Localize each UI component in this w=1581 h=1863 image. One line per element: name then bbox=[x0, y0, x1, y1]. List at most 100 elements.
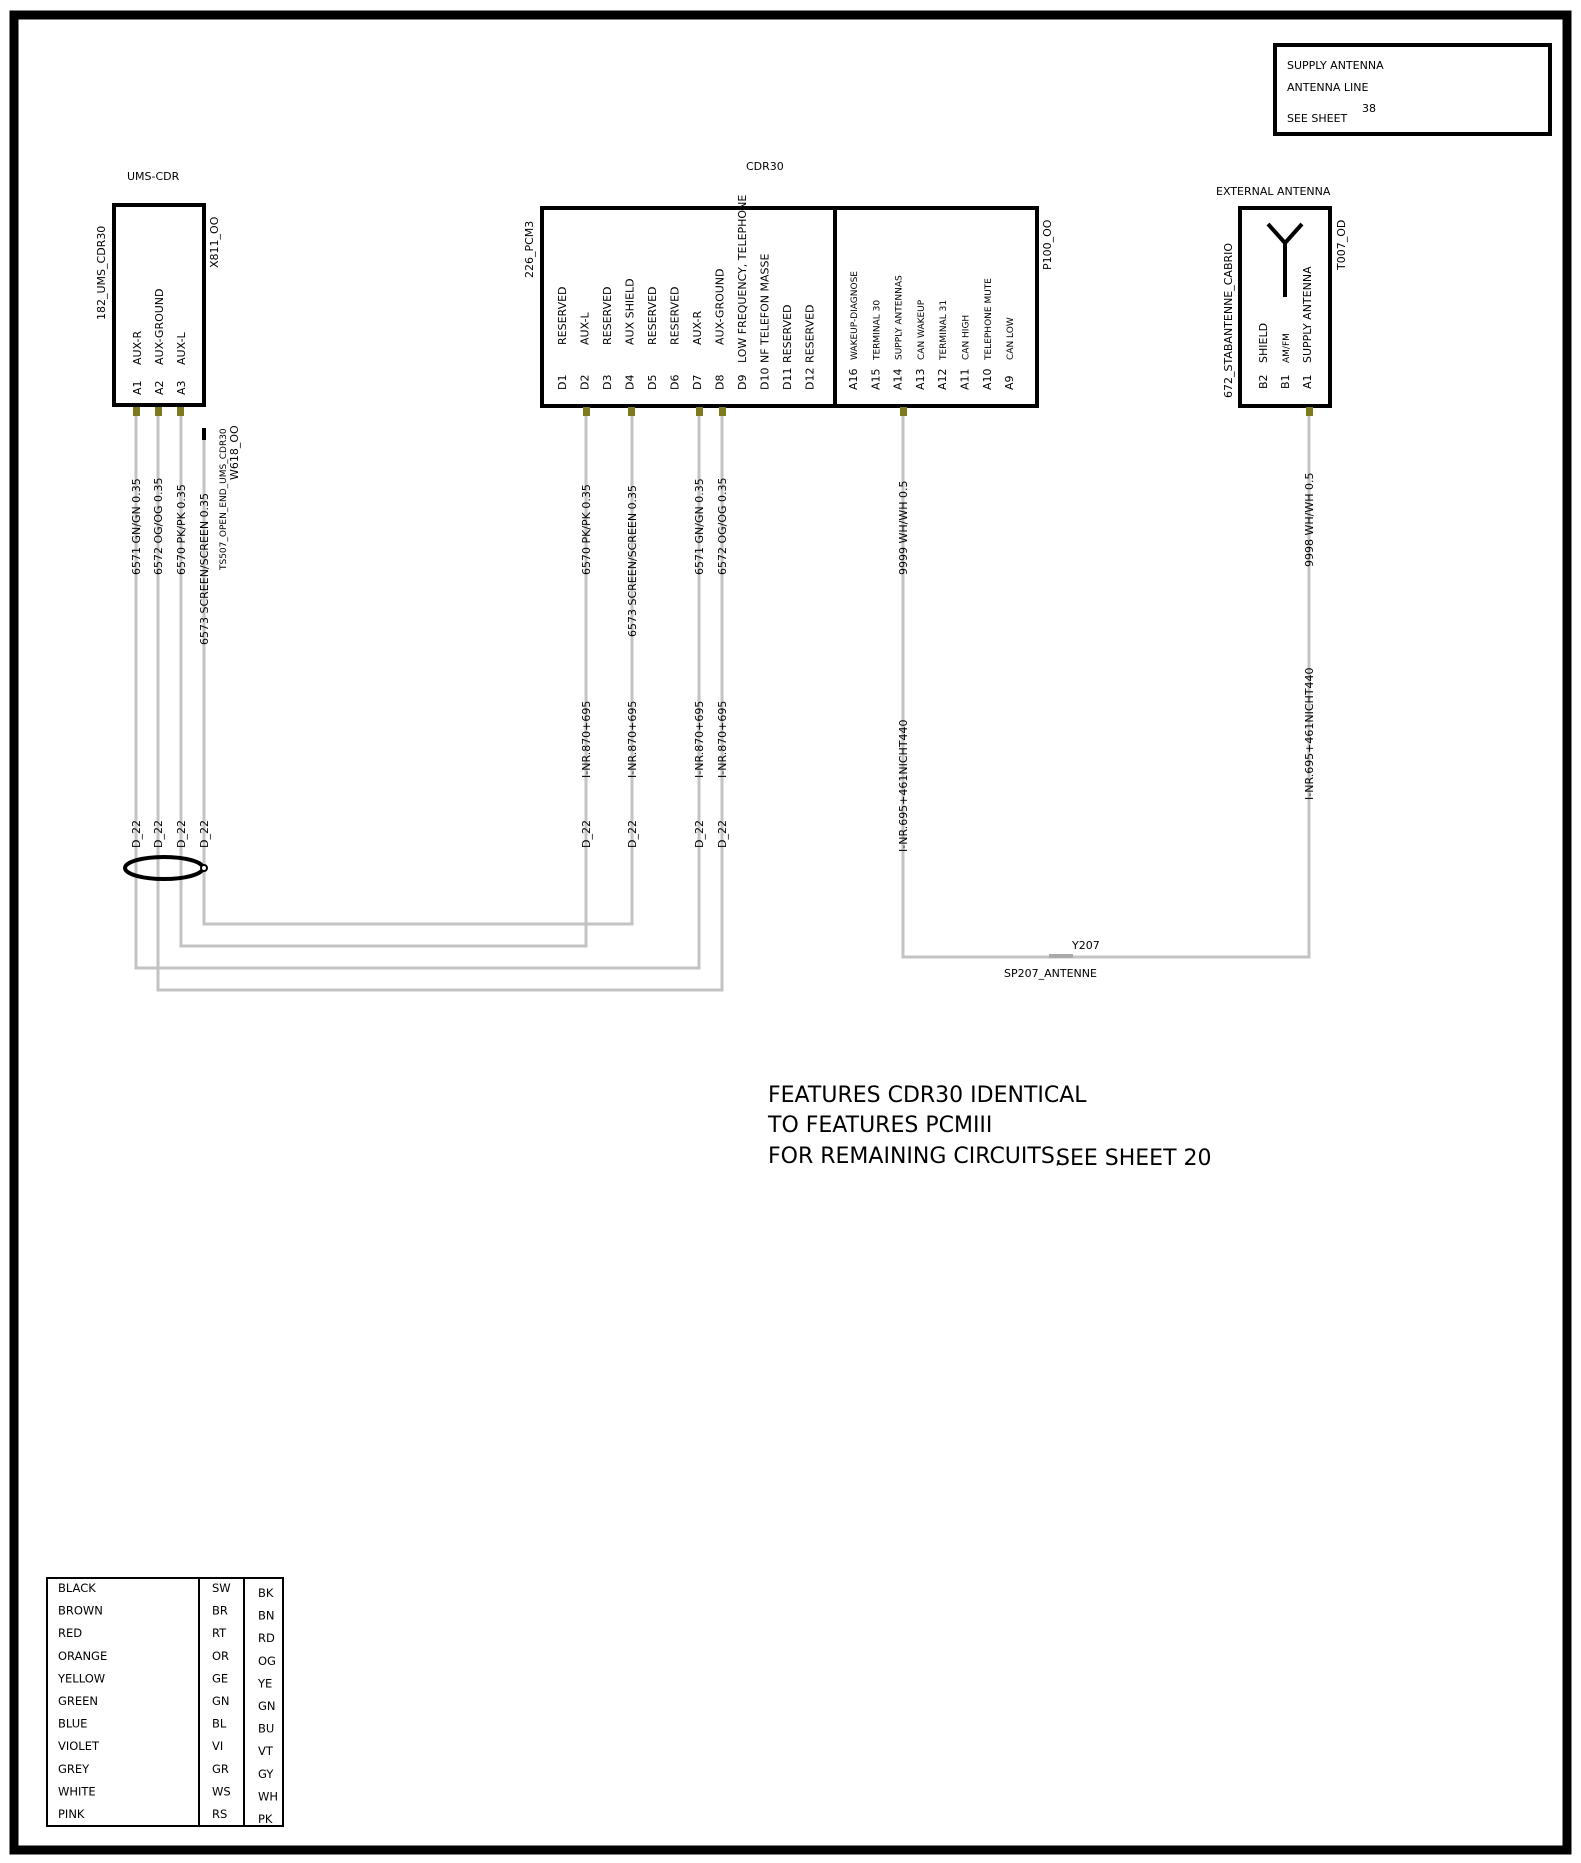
splice-name: SP207_ANTENNE bbox=[1004, 967, 1097, 980]
color-name: WHITE bbox=[58, 1784, 96, 1798]
cdr-pin-d6-name: RESERVED bbox=[669, 286, 682, 345]
cdr-pin-d10-name: NF TELEFON MASSE bbox=[759, 254, 772, 363]
cdr-pin-d4-name: AUX SHIELD bbox=[624, 278, 637, 345]
color-name: BLACK bbox=[58, 1581, 96, 1595]
english-code: WH bbox=[258, 1789, 278, 1803]
german-code: RS bbox=[212, 1807, 227, 1821]
cdr-wire-label-9999: 9999 WH/WH 0.5 bbox=[897, 481, 910, 575]
w618-label: W618_OO bbox=[228, 425, 241, 480]
ext-pin-b2-name: SHIELD bbox=[1257, 323, 1270, 363]
cdr-wire-label-6571: 6571 GN/GN 0.35 bbox=[693, 478, 706, 575]
cdr-pin-d8-name: AUX-GROUND bbox=[714, 268, 727, 345]
ext-pin-b1-name: AM/FM bbox=[1282, 333, 1292, 363]
cdr-d22-label-4: D_22 bbox=[716, 820, 729, 848]
cdr-pin-a15: A15 bbox=[869, 368, 882, 390]
legend-line-3: SEE SHEET bbox=[1287, 112, 1348, 125]
legend-line-1: SUPPLY ANTENNA bbox=[1287, 59, 1384, 72]
feature-note: FEATURES CDR30 IDENTICAL TO FEATURES PCM… bbox=[767, 1083, 1212, 1171]
cdr-pin-a11-name: CAN HIGH bbox=[962, 315, 972, 360]
cdr-pin-d8-terminal bbox=[719, 407, 726, 416]
ext-pin-b2: B2 bbox=[1257, 374, 1270, 389]
cdr30-right-label: P100_OO bbox=[1041, 219, 1054, 270]
english-code: YE bbox=[257, 1676, 272, 1690]
wires bbox=[134, 416, 1311, 992]
english-code: GY bbox=[258, 1767, 274, 1781]
cdr-pin-d10: D10 bbox=[759, 368, 772, 390]
color-name: BROWN bbox=[58, 1604, 103, 1618]
wire-6570-pk bbox=[179, 416, 588, 948]
ext-title: EXTERNAL ANTENNA bbox=[1216, 185, 1331, 198]
wire-label-6570: 6570 PK/PK 0.35 bbox=[175, 484, 188, 575]
cdr-pin-a9-name: CAN LOW bbox=[1006, 317, 1016, 360]
note-line-3: FOR REMAINING CIRCUITS, bbox=[768, 1144, 1062, 1169]
d22-label-1: D_22 bbox=[130, 820, 143, 848]
wire-label-6571: 6571 GN/GN 0.35 bbox=[130, 478, 143, 575]
cdr-pin-a11: A11 bbox=[959, 368, 972, 390]
ums-pin-a2-name: AUX-GROUND bbox=[153, 288, 166, 365]
german-code: WS bbox=[212, 1784, 231, 1798]
legend-sheet-number: 38 bbox=[1362, 102, 1376, 115]
cdr-pin-d4-terminal bbox=[628, 407, 635, 416]
cdr-wire-label-6573: 6573 SCREEN/SCREEN 0.35 bbox=[626, 485, 639, 637]
cdr-pin-d7-name: AUX-R bbox=[691, 310, 704, 345]
cdr-pin-a10-name: TELEPHONE MUTE bbox=[984, 278, 994, 361]
cdr-pin-d12-name: RESERVED bbox=[804, 304, 817, 363]
cdr-pin-a16: A16 bbox=[847, 368, 860, 390]
ums-pin-a1-terminal bbox=[133, 407, 140, 416]
cdr-wire-label-6570: 6570 PK/PK 0.35 bbox=[580, 484, 593, 575]
cdr-d22-label-2: D_22 bbox=[626, 820, 639, 848]
english-code: GN bbox=[258, 1699, 276, 1713]
wire-6571-gn bbox=[134, 416, 701, 970]
color-table-frame bbox=[46, 1577, 284, 1827]
english-code: BU bbox=[258, 1722, 274, 1736]
note-line-2: TO FEATURES PCMIII bbox=[767, 1113, 992, 1138]
cdr-pin-a12: A12 bbox=[936, 368, 949, 390]
shield-end-dot bbox=[200, 864, 208, 872]
german-code: RT bbox=[212, 1626, 227, 1640]
cdr-pin-d8: D8 bbox=[714, 375, 727, 390]
ums-pin-a1: A1 bbox=[131, 380, 144, 395]
ext-wire-label-9998: 9998 WH/WH 0.5 bbox=[1303, 473, 1316, 567]
english-code: BN bbox=[258, 1609, 275, 1623]
english-code: PK bbox=[258, 1812, 273, 1826]
inr-label-d7: I-NR.870+695 bbox=[693, 701, 706, 778]
inr-label-d2: I-NR.870+695 bbox=[580, 701, 593, 778]
note-line-1: FEATURES CDR30 IDENTICAL bbox=[768, 1083, 1087, 1108]
cdr-pin-d3: D3 bbox=[601, 375, 614, 390]
drawing-frame bbox=[9, 10, 1572, 1855]
cdr-pin-d11-name: RESERVED bbox=[781, 304, 794, 363]
cdr-wire-label-6572: 6572 OG/OG 0.35 bbox=[716, 477, 729, 575]
cdr-d22-label-1: D_22 bbox=[580, 820, 593, 848]
cdr-pin-a10: A10 bbox=[981, 368, 994, 390]
cdr-pin-d7: D7 bbox=[691, 375, 704, 390]
ext-pin-a1-terminal bbox=[1306, 407, 1313, 416]
cdr-pin-a14-name: SUPPLY ANTENNAS bbox=[895, 275, 905, 360]
ext-pin-a1: A1 bbox=[1301, 374, 1314, 389]
cdr-pin-d12: D12 bbox=[804, 368, 817, 390]
inr-label-a14: I-NR.695+461NICHT440 bbox=[897, 719, 910, 852]
splice-label: Y207 bbox=[1071, 939, 1100, 952]
cdr-pin-a14-terminal bbox=[900, 407, 907, 416]
wire-label-6572: 6572 OG/OG 0.35 bbox=[152, 477, 165, 575]
cdr-pin-a15-name: TERMINAL 30 bbox=[872, 300, 882, 361]
cdr-d22-label-3: D_22 bbox=[693, 820, 706, 848]
color-name: GREEN bbox=[58, 1694, 98, 1708]
english-code: VT bbox=[258, 1744, 274, 1758]
inr-label-d4: I-NR.870+695 bbox=[626, 701, 639, 778]
cdr-pin-d11: D11 bbox=[781, 368, 794, 390]
ums-pin-a3: A3 bbox=[175, 380, 188, 395]
color-name: RED bbox=[58, 1626, 82, 1640]
cdr-pin-a13-name: CAN WAKEUP bbox=[917, 299, 927, 360]
ext-left-label: 672_STABANTENNE_CABRIO bbox=[1222, 243, 1235, 398]
german-code: GE bbox=[212, 1671, 228, 1685]
color-name: YELLOW bbox=[57, 1671, 105, 1685]
cdr-pin-a12-name: TERMINAL 31 bbox=[939, 300, 949, 361]
wire-label-6573: 6573 SCREEN/SCREEN 0.35 bbox=[198, 493, 211, 645]
wire-6573-screen bbox=[202, 416, 634, 926]
legend-line-2: ANTENNA LINE bbox=[1287, 81, 1369, 94]
cdr-pin-a16-name: WAKEUP-DIAGNOSE bbox=[850, 271, 860, 360]
cdr-pin-d1: D1 bbox=[556, 375, 569, 390]
d22-label-4: D_22 bbox=[198, 820, 211, 848]
